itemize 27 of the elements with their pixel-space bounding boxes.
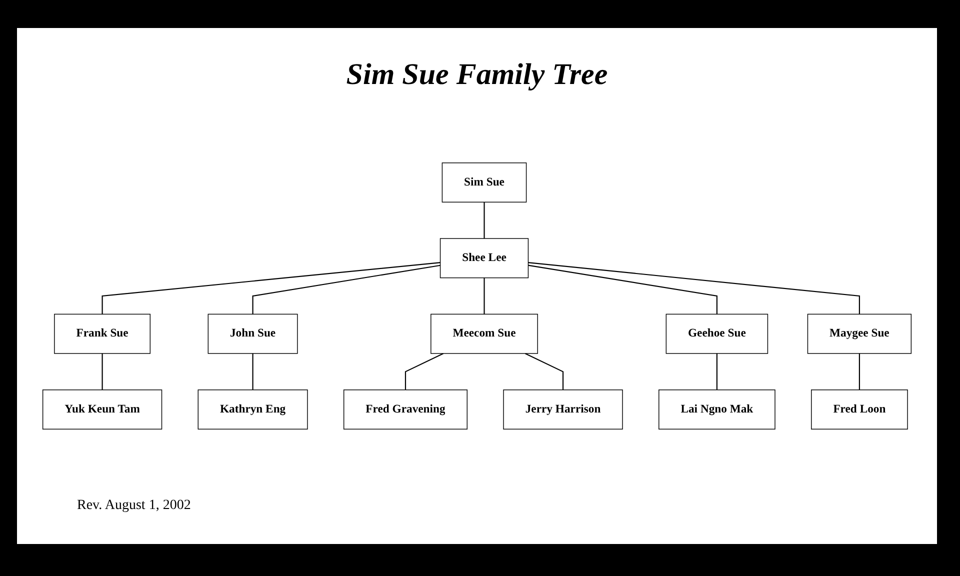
connector xyxy=(102,262,440,314)
node-box: John Sue xyxy=(208,314,298,354)
diagram-title: Sim Sue Family Tree xyxy=(345,58,609,92)
node-box: Lai Ngno Mak xyxy=(658,390,776,430)
node-box: Shee Lee xyxy=(440,238,529,278)
node-box: Fred Loon xyxy=(811,390,908,430)
connector xyxy=(858,353,860,390)
node-box: Kathryn Eng xyxy=(198,390,308,430)
node-box: Meecom Sue xyxy=(430,314,538,354)
node-box: Jerry Harrison xyxy=(503,390,623,430)
connector xyxy=(528,262,860,314)
connector xyxy=(102,353,103,390)
connector xyxy=(484,278,485,314)
connector xyxy=(524,352,564,390)
revision-note: Rev. August 1, 2002 xyxy=(77,498,191,514)
connector xyxy=(252,264,440,314)
node-box: Fred Gravening xyxy=(343,390,468,430)
connector xyxy=(484,202,485,239)
node-box: Frank Sue xyxy=(54,314,151,354)
node-box: Yuk Keun Tam xyxy=(42,390,162,430)
node-box: Maygee Sue xyxy=(807,314,912,354)
connector xyxy=(404,352,444,390)
connector xyxy=(252,353,254,390)
connector xyxy=(528,264,718,314)
connector xyxy=(716,353,718,390)
node-box: Geehoe Sue xyxy=(666,314,768,354)
node-box: Sim Sue xyxy=(442,162,527,202)
